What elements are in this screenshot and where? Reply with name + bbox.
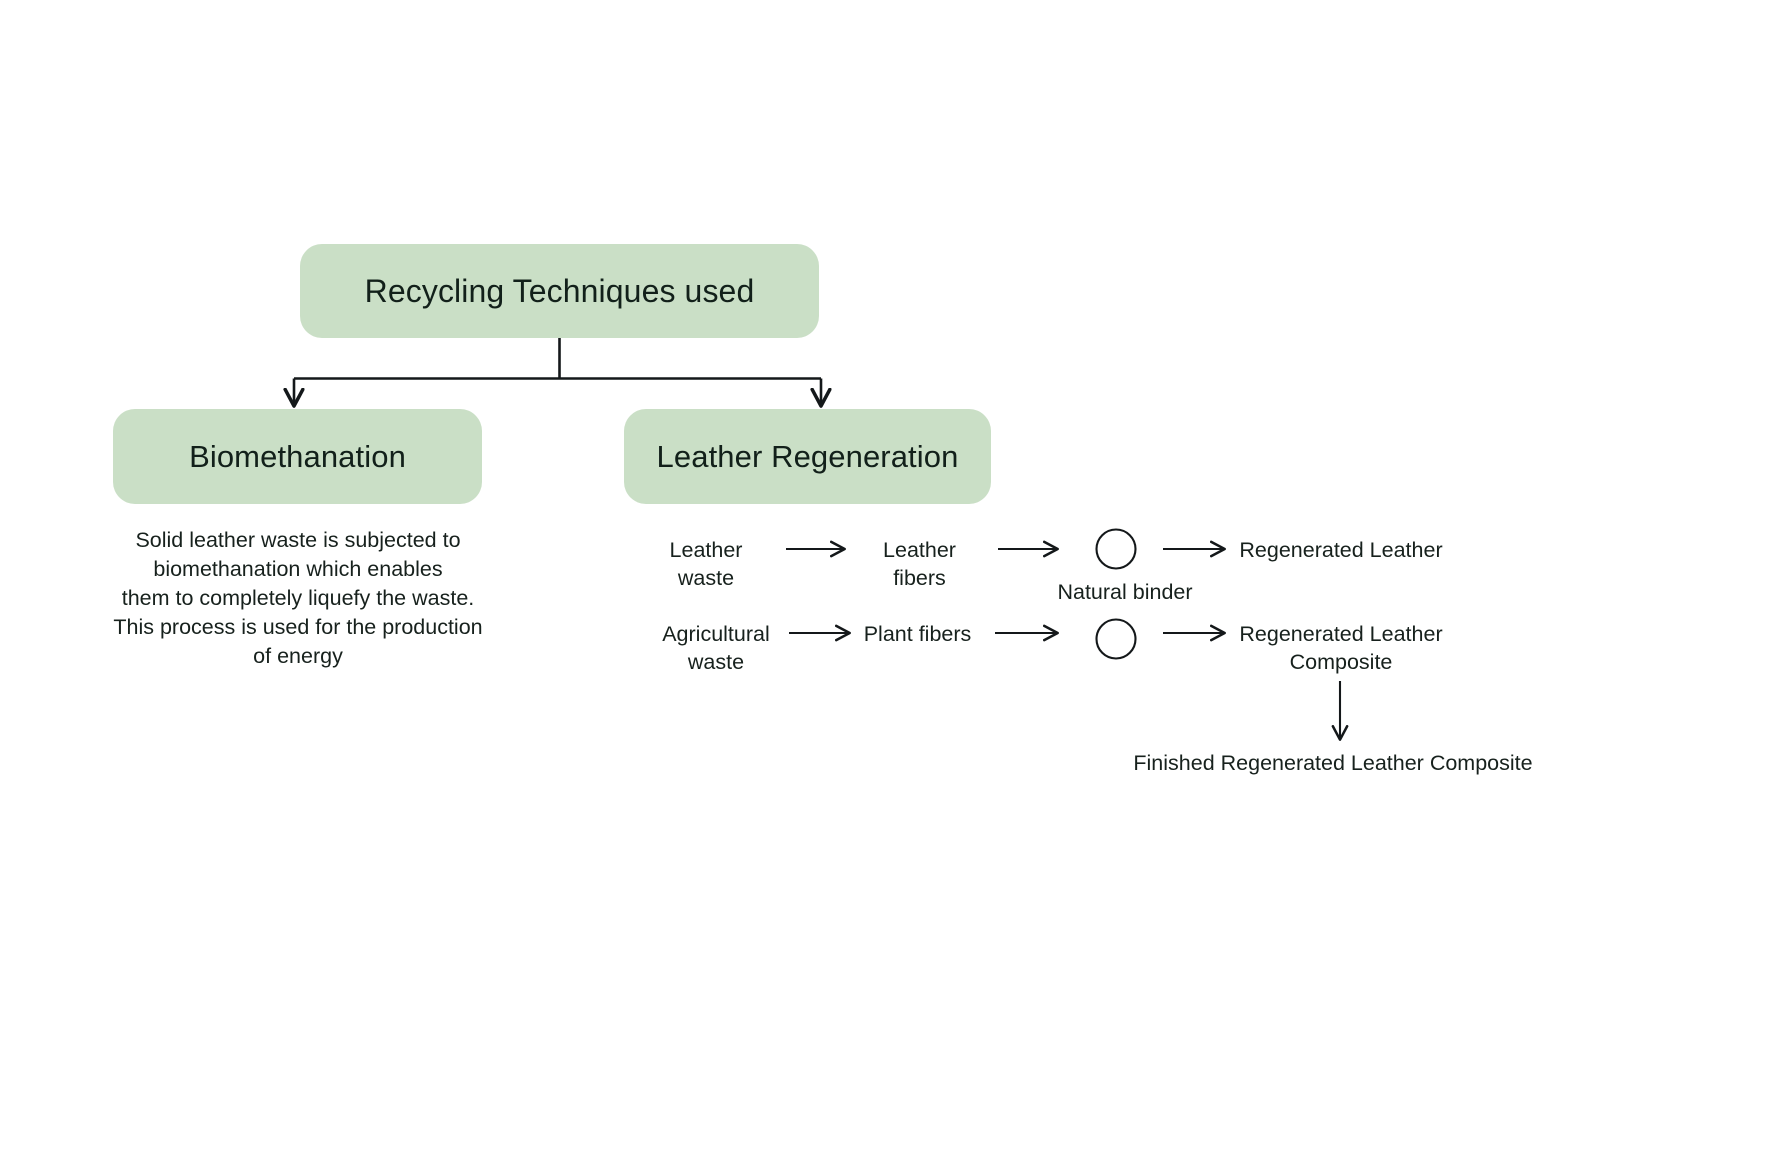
- node-label-root: Recycling Techniques used: [364, 272, 755, 309]
- node-recycling-techniques[interactable]: Recycling Techniques used: [300, 244, 819, 338]
- flow-label-regenerated-leather: Regenerated Leather: [1239, 538, 1443, 562]
- binder-circle[interactable]: [1095, 618, 1137, 660]
- flow-label-plant-fibers: Plant fibers: [863, 622, 972, 646]
- node-leather-regeneration[interactable]: Leather Regeneration: [624, 409, 991, 504]
- node-label-biomethanation: Biomethanation: [189, 438, 406, 474]
- flow-label-regenerated-leather-composite: Regenerated Leather Composite: [1239, 622, 1443, 674]
- flow-label-agricultural-waste: Agricultural waste: [662, 622, 770, 674]
- flow-label-natural-binder: Natural binder: [1057, 580, 1193, 604]
- flow-label-leather-fibers: Leather fibers: [883, 538, 956, 590]
- flow-label-leather-waste: Leather waste: [669, 538, 743, 590]
- node-label-leather-regeneration: Leather Regeneration: [656, 438, 959, 474]
- natural-binder-circle[interactable]: [1095, 528, 1137, 570]
- biomethanation-description: Solid leather waste is subjected to biom…: [113, 528, 483, 668]
- flow-label-finished-regenerated-leather-composite: Finished Regenerated Leather Composite: [1133, 751, 1533, 775]
- node-biomethanation[interactable]: Biomethanation: [113, 409, 482, 504]
